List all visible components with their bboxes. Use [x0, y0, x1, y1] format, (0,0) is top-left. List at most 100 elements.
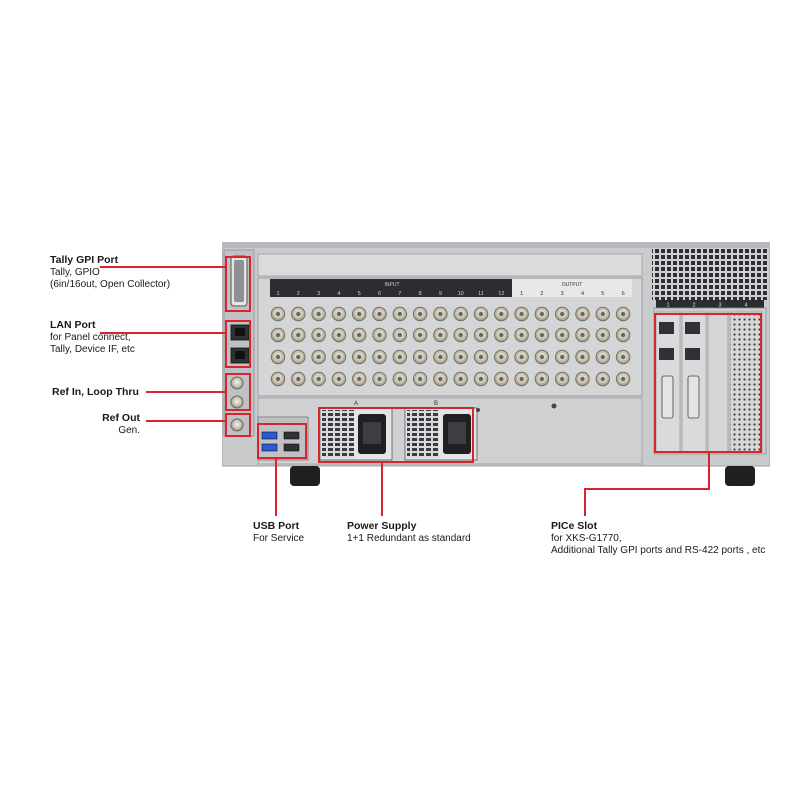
- pcie-card-4-vented: [729, 311, 763, 453]
- input-header-label: INPUT: [385, 282, 400, 288]
- bnc-center: [377, 332, 382, 338]
- bnc-center: [336, 376, 342, 382]
- ref-out-callout: [146, 420, 225, 422]
- bnc-center: [357, 332, 362, 338]
- ref-out-title: Ref Out: [102, 412, 140, 424]
- output-number-2: 2: [540, 291, 543, 297]
- bnc-center: [478, 332, 484, 338]
- tally-gpi-desc: Tally, GPIO (6in/16out, Open Collector): [50, 266, 171, 291]
- bnc-center: [377, 376, 382, 382]
- lan-port-label: LAN Port for Panel connect, Tally, Devic…: [50, 319, 135, 357]
- bnc-center: [275, 354, 281, 360]
- tally-gpi-label: Tally GPI Port Tally, GPIO (6in/16out, O…: [50, 254, 170, 292]
- bnc-center: [397, 354, 402, 360]
- bnc-center: [458, 376, 463, 382]
- input-number-8: 8: [419, 291, 422, 297]
- bnc-center: [316, 376, 321, 382]
- bnc-center: [580, 332, 585, 338]
- usb-port-label: USB Port For Service: [253, 520, 304, 545]
- bnc-center: [397, 332, 402, 338]
- usb-callout: [275, 459, 277, 516]
- bnc-center: [620, 332, 626, 338]
- bnc-center: [560, 332, 565, 338]
- output-number-4: 4: [581, 291, 584, 297]
- foot-left: [290, 466, 320, 486]
- bnc-center: [620, 376, 626, 382]
- input-number-2: 2: [297, 291, 300, 297]
- ref-out-desc: Gen.: [118, 424, 140, 436]
- bnc-center: [499, 354, 504, 360]
- pcie-card-2-rj45-b: [685, 348, 700, 360]
- input-number-7: 7: [398, 291, 401, 297]
- top-vent: [652, 248, 768, 300]
- pcie-slot-label: PICe Slot for XKS-G1770, Additional Tall…: [551, 520, 765, 558]
- input-number-5: 5: [358, 291, 361, 297]
- power-supply-label: Power Supply 1+1 Redundant as standard: [347, 520, 471, 545]
- ref-in-label: Ref In, Loop Thru: [52, 386, 139, 399]
- input-number-6: 6: [378, 291, 381, 297]
- lan-port-desc: for Panel connect, Tally, Device IF, etc: [50, 331, 135, 356]
- pcie-slot-number-4: 4: [744, 303, 747, 309]
- bnc-center: [275, 332, 281, 338]
- ref-loop-bnc: [230, 395, 244, 409]
- bnc-center: [316, 354, 321, 360]
- bnc-center: [357, 376, 362, 382]
- bnc-center: [417, 332, 423, 338]
- output-number-6: 6: [622, 291, 625, 297]
- bnc-center: [397, 311, 402, 317]
- input-number-12: 12: [498, 291, 504, 297]
- bnc-center: [275, 311, 281, 317]
- bnc-center: [417, 354, 423, 360]
- bnc-center: [275, 376, 281, 382]
- input-number-1: 1: [276, 291, 279, 297]
- bnc-center: [620, 311, 626, 317]
- bnc-center: [478, 354, 484, 360]
- tally-highlight: [225, 256, 251, 312]
- ref-in-highlight: [225, 373, 251, 411]
- input-number-4: 4: [337, 291, 340, 297]
- bnc-center: [438, 332, 443, 338]
- bnc-center: [519, 311, 524, 317]
- bnc-center: [519, 376, 524, 382]
- pcie-callout-h: [584, 488, 710, 490]
- bnc-center: [316, 332, 321, 338]
- bnc-center: [600, 311, 605, 317]
- bnc-center: [539, 311, 545, 317]
- bnc-center: [417, 311, 423, 317]
- ref-out-highlight: [225, 413, 251, 437]
- bnc-center: [539, 354, 545, 360]
- bnc-center: [580, 311, 585, 317]
- pcie-card-2-dsub: [687, 375, 700, 419]
- bnc-center: [478, 311, 484, 317]
- bnc-center: [499, 376, 504, 382]
- bnc-center: [377, 354, 382, 360]
- pcie-callout-v: [708, 453, 710, 489]
- bnc-center: [438, 354, 443, 360]
- input-number-3: 3: [317, 291, 320, 297]
- bnc-center: [580, 354, 585, 360]
- bnc-center: [478, 376, 484, 382]
- ref-out-label: Ref Out Gen.: [60, 412, 140, 437]
- bnc-center: [397, 376, 402, 382]
- bnc-center: [539, 332, 545, 338]
- bnc-center: [458, 332, 463, 338]
- ref-out-bnc: [230, 418, 244, 432]
- bnc-center: [336, 354, 342, 360]
- bnc-center: [560, 311, 565, 317]
- usb-port-title: USB Port: [253, 520, 300, 532]
- power-supply-desc: 1+1 Redundant as standard: [347, 532, 471, 544]
- bnc-center: [296, 311, 301, 317]
- bnc-center: [336, 332, 342, 338]
- bnc-center: [296, 354, 301, 360]
- input-number-11: 11: [478, 291, 484, 297]
- bnc-center: [377, 311, 382, 317]
- bnc-center: [336, 311, 342, 317]
- bnc-center: [519, 332, 524, 338]
- input-number-10: 10: [458, 291, 464, 297]
- bnc-center: [357, 311, 362, 317]
- output-number-1: 1: [520, 291, 523, 297]
- output-number-5: 5: [601, 291, 604, 297]
- bnc-center: [438, 376, 443, 382]
- bnc-center: [600, 332, 605, 338]
- bnc-center: [560, 376, 565, 382]
